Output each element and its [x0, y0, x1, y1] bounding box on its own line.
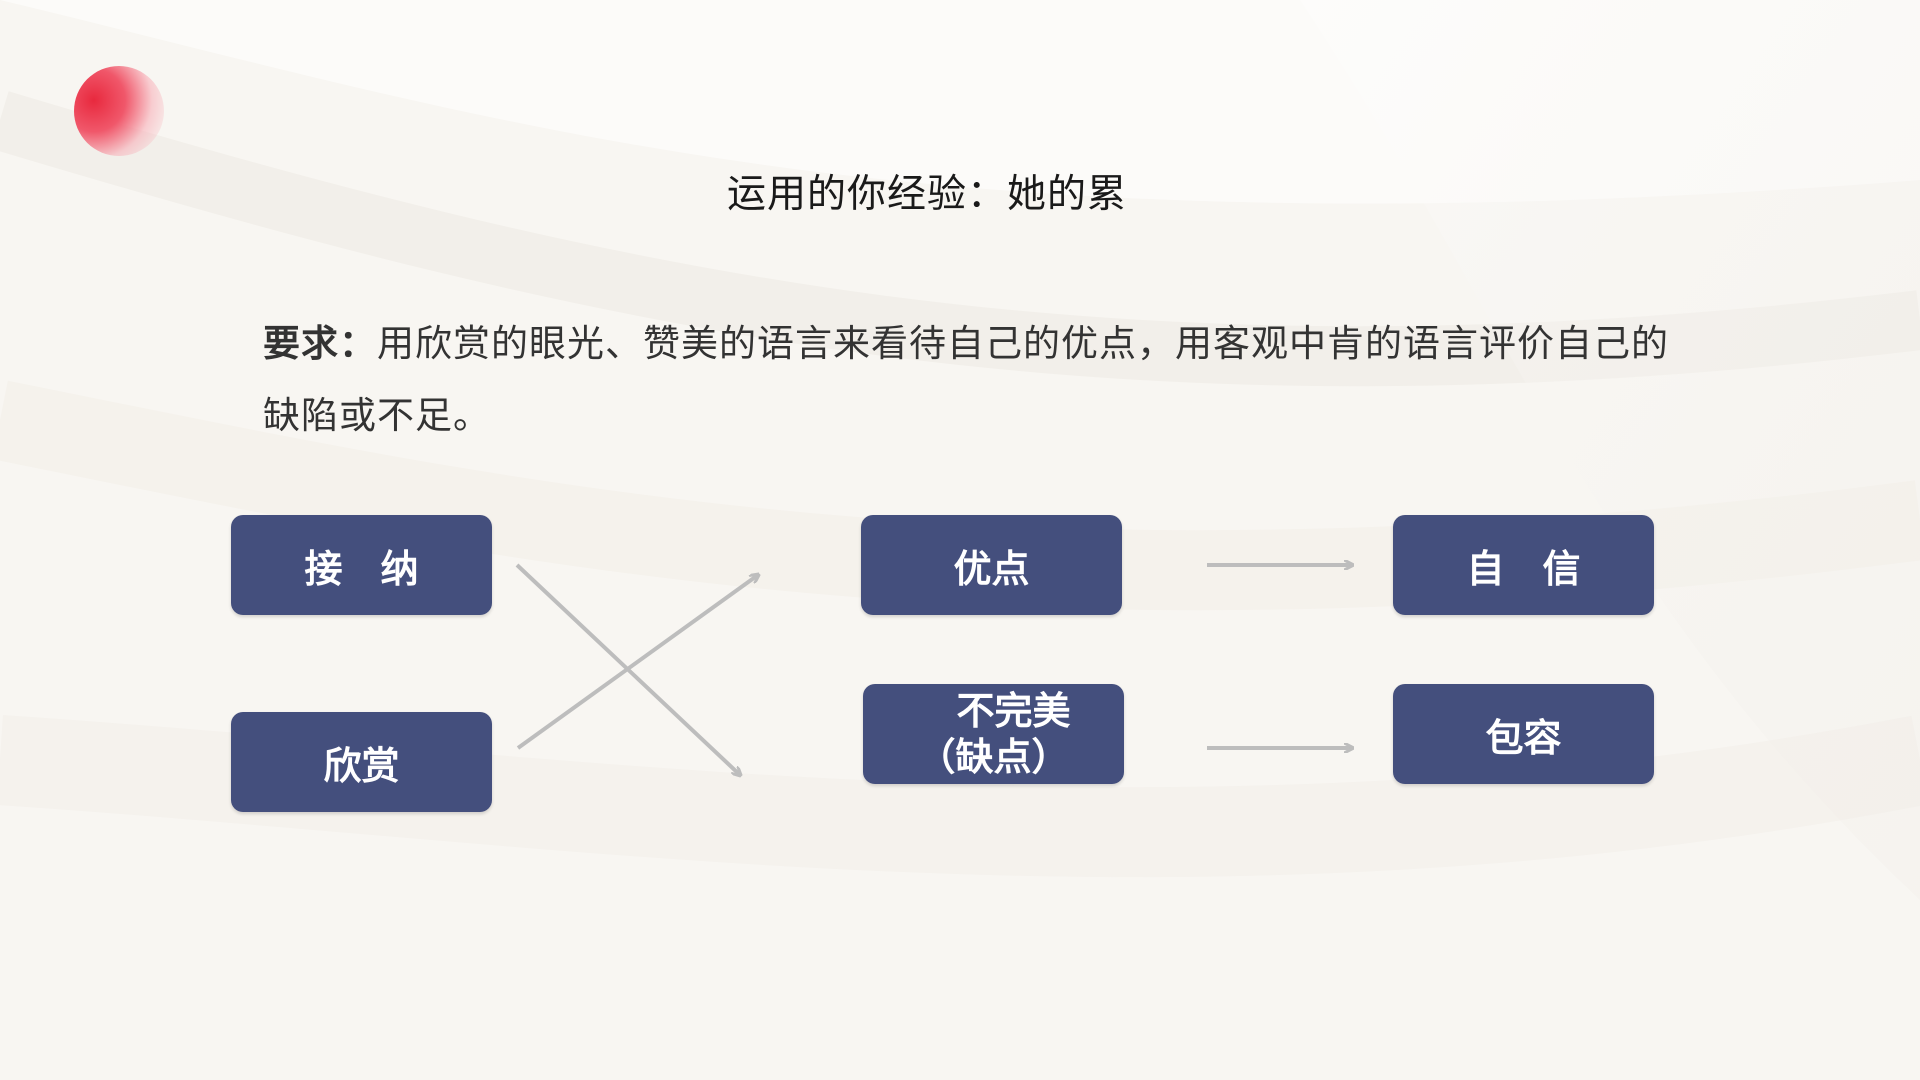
box-imperfect-line2: （缺点） [917, 735, 1070, 779]
box-confidence: 自信 [1393, 515, 1654, 615]
box-tolerance: 包容 [1393, 684, 1654, 784]
requirement-text: 要求：用欣赏的眼光、赞美的语言来看待自己的优点，用客观中肯的语言评价自己的缺陷或… [263, 308, 1673, 452]
box-imperfect-text: 不完美 （缺点） [916, 688, 1070, 780]
box-strengths: 优点 [861, 515, 1122, 615]
decorative-red-circle [74, 66, 164, 156]
box-imperfect: 不完美 （缺点） [863, 684, 1124, 784]
box-imperfect-line1: 不完美 [956, 689, 1071, 733]
requirement-body: 用欣赏的眼光、赞美的语言来看待自己的优点，用客观中肯的语言评价自己的缺陷或不足。 [263, 322, 1669, 437]
page-title: 运用的你经验：她的累 [726, 172, 1127, 217]
box-accept: 接纳 [231, 515, 492, 615]
box-appreciate: 欣赏 [231, 712, 492, 812]
requirement-label: 要求： [263, 322, 377, 365]
